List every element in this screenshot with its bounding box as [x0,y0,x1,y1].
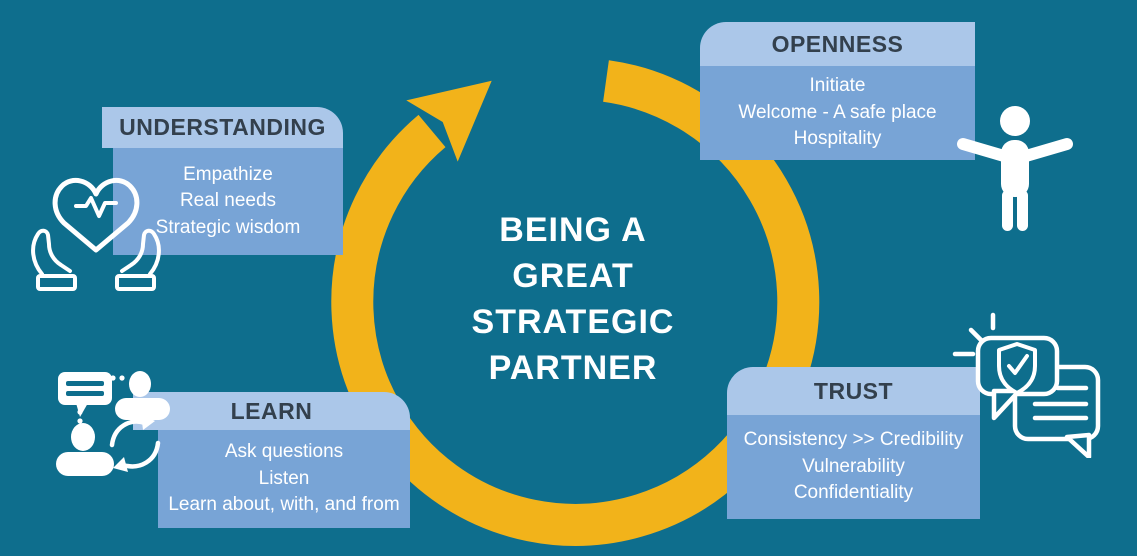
title-line: BEING A [499,211,647,249]
list-item: Listen [258,467,310,489]
list-item: Learn about, with, and from [168,494,400,516]
card-trust-header: TRUST [727,367,980,415]
card-learn-body: Ask questions Listen Learn about, with, … [158,430,410,528]
cycle-arrow-ring [331,60,820,546]
card-understanding-header: UNDERSTANDING [102,107,343,148]
list-item: Empathize [183,163,273,185]
list-item: Welcome - A safe place [738,101,937,123]
card-trust-label: TRUST [813,377,894,404]
card-trust-body: Consistency >> Credibility Vulnerability… [727,415,980,519]
card-openness-label: OPENNESS [771,30,904,57]
card-learn-header: LEARN [133,392,410,430]
list-item: Hospitality [793,128,882,150]
conversation-exchange-icon [56,371,170,476]
chat-shield-check-icon [952,312,1101,458]
card-openness-header: OPENNESS [700,22,975,66]
title-line: GREAT [512,257,634,295]
list-item: Initiate [809,75,866,97]
list-item: Confidentiality [793,482,914,504]
list-item: Real needs [179,190,277,212]
page-title: BEING A GREAT STRATEGIC PARTNER [423,207,723,391]
card-understanding-label: UNDERSTANDING [119,114,326,140]
list-item: Consistency >> Credibility [743,429,964,451]
list-item: Strategic wisdom [155,216,301,238]
hands-holding-heart-icon [31,177,161,291]
card-learn-label: LEARN [230,397,313,424]
list-item: Vulnerability [802,455,905,477]
list-item: Ask questions [224,441,344,463]
title-line: PARTNER [488,349,658,387]
card-openness-body: Initiate Welcome - A safe place Hospital… [700,66,975,160]
open-arms-person-icon [957,106,1073,231]
cycle-arrow-head [406,80,492,162]
card-understanding-body: Empathize Real needs Strategic wisdom [113,148,343,255]
title-line: STRATEGIC [471,303,675,341]
